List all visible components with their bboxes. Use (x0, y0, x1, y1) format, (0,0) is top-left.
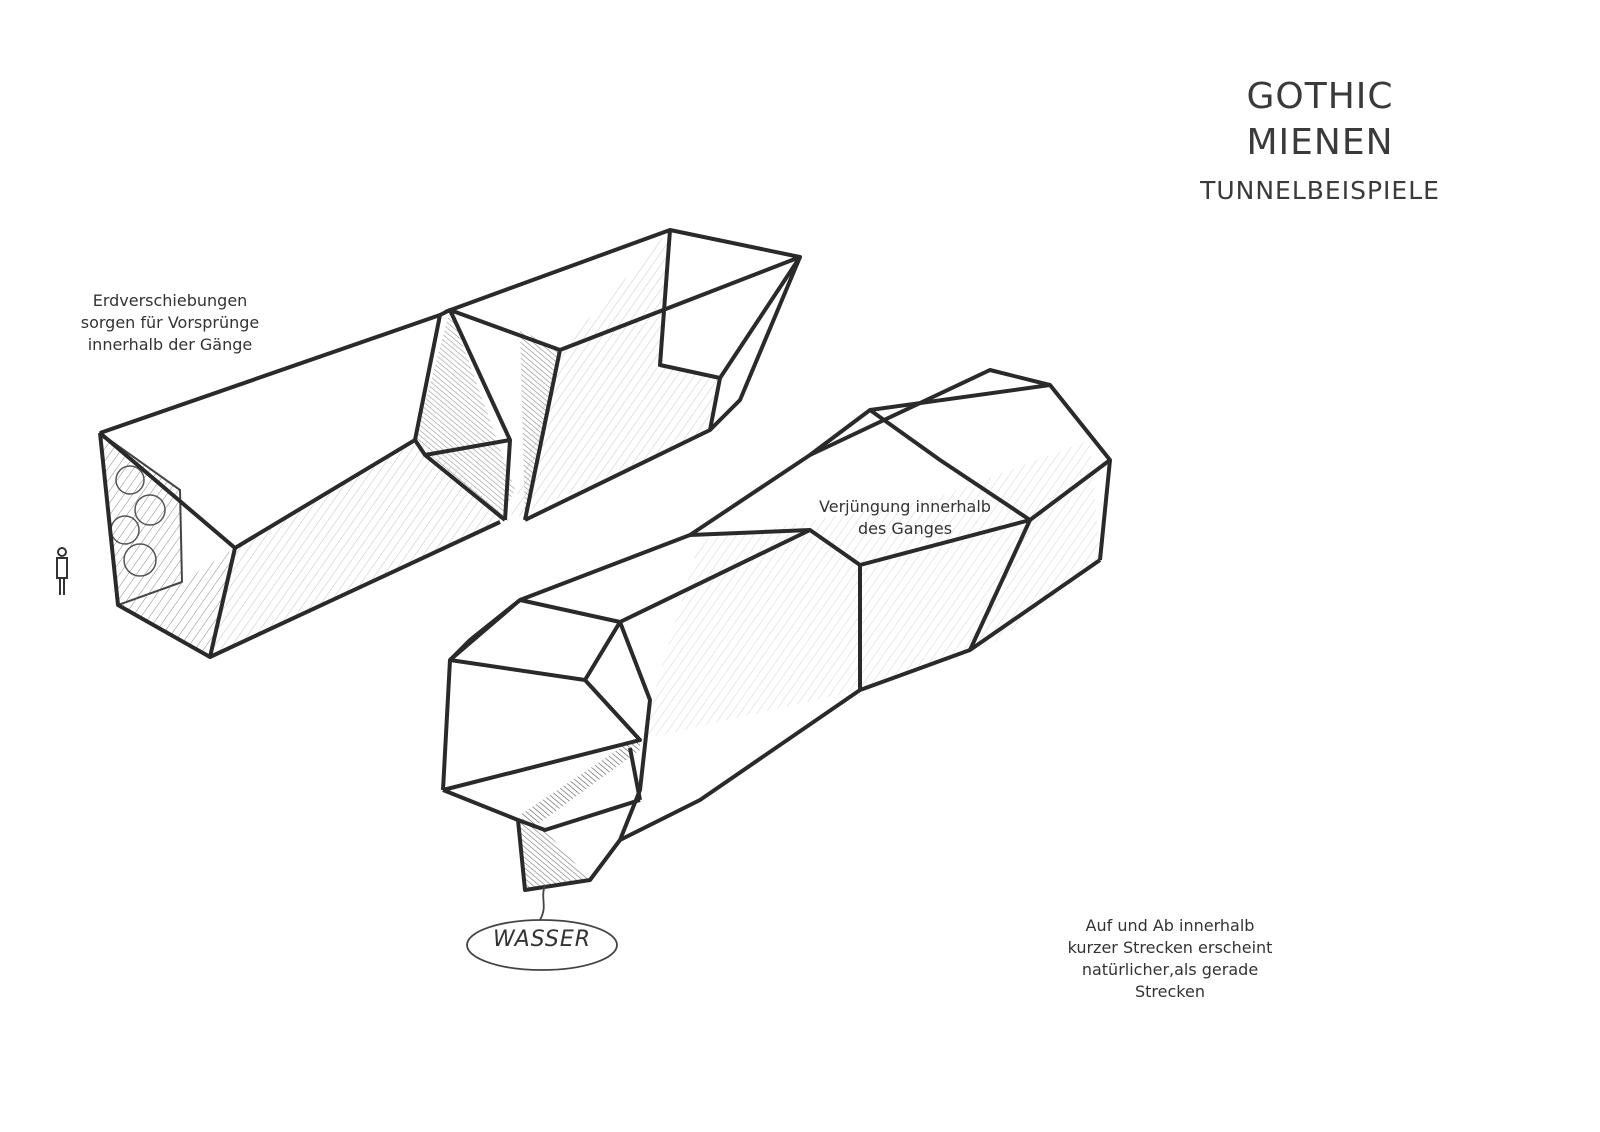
note-line: kurzer Strecken erscheint (1040, 937, 1300, 959)
note-line: sorgen für Vorsprünge (40, 312, 300, 334)
human-scale-figure (57, 548, 67, 595)
note-line: Verjüngung innerhalb (790, 496, 1020, 518)
note-updown: Auf und Ab innerhalb kurzer Strecken ers… (1040, 915, 1300, 1003)
note-line: Strecken (1040, 981, 1300, 1003)
note-line: natürlicher,als gerade (1040, 959, 1300, 981)
stone-wall (100, 433, 182, 605)
subtitle: TUNNELBEISPIELE (1160, 176, 1480, 205)
title-line-1: GOTHIC (1160, 76, 1480, 117)
note-line: innerhalb der Gänge (40, 334, 300, 356)
water-label: WASSER (480, 927, 604, 952)
note-taper: Verjüngung innerhalb des Ganges (790, 496, 1020, 540)
note-line: des Ganges (790, 518, 1020, 540)
note-line: Auf und Ab innerhalb (1040, 915, 1300, 937)
note-line: Erdverschiebungen (40, 290, 300, 312)
note-displacement: Erdverschiebungen sorgen für Vorsprünge … (40, 290, 300, 356)
water-channel (520, 735, 640, 830)
title-line-2: MIENEN (1160, 122, 1480, 163)
